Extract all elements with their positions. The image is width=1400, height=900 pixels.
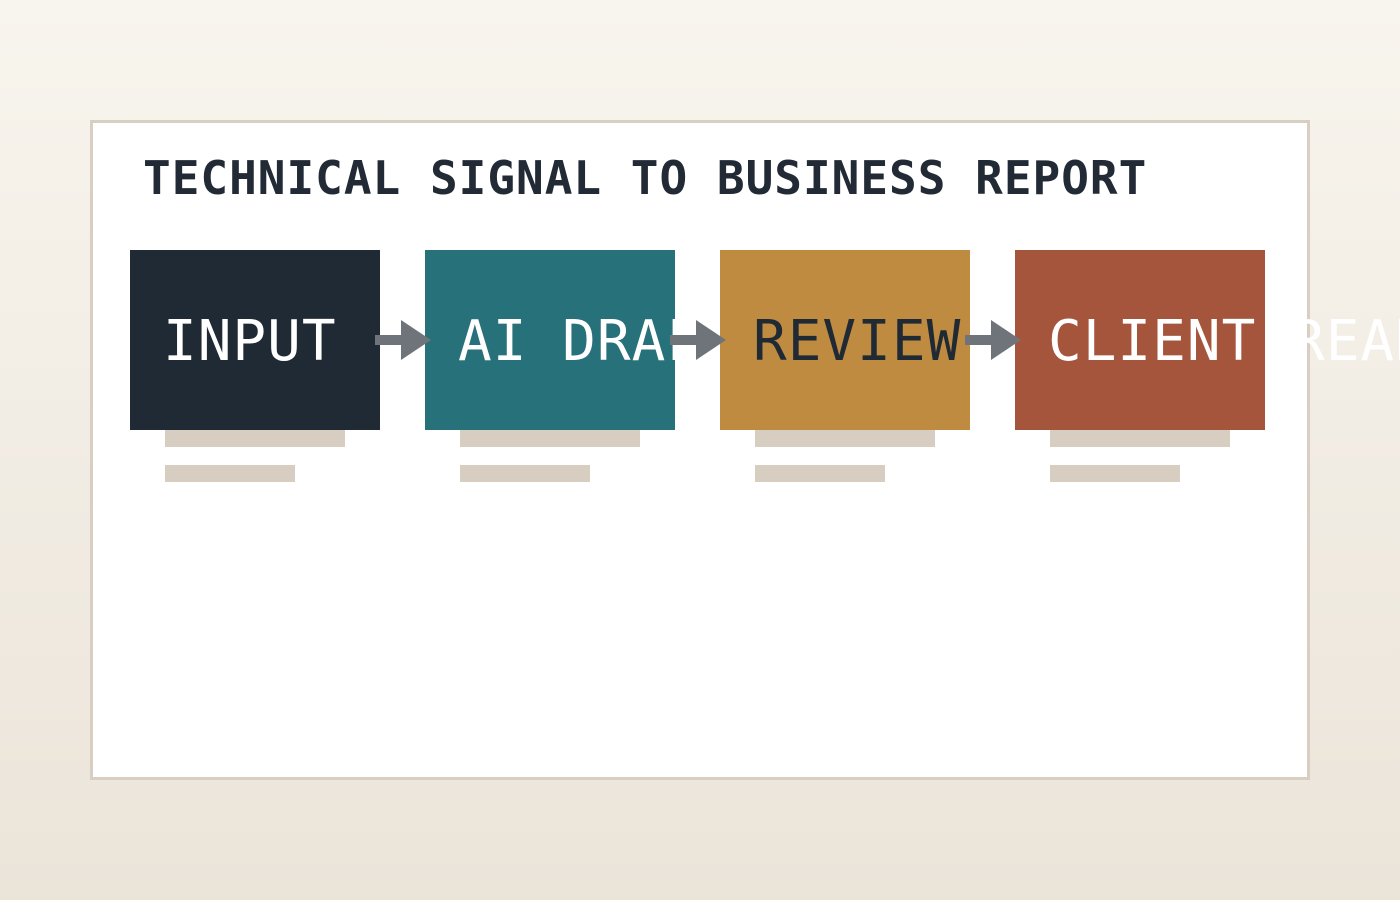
placeholder-line [165, 465, 295, 482]
placeholder-line [755, 430, 935, 447]
stage-review: REVIEW [720, 250, 970, 430]
stage-input: INPUT [130, 250, 380, 430]
diagram-card [90, 120, 1310, 780]
placeholder-line [1050, 465, 1180, 482]
placeholder-line [165, 430, 345, 447]
stage-label: AI DRAFT [458, 309, 675, 374]
diagram-title: TECHNICAL SIGNAL TO BUSINESS REPORT [143, 151, 1148, 205]
stage-ai-draft: AI DRAFT [425, 250, 675, 430]
placeholder-line [755, 465, 885, 482]
stage-client-ready: CLIENT READY [1015, 250, 1400, 430]
stage-label: REVIEW [753, 309, 962, 374]
stage-label: INPUT [163, 309, 337, 374]
placeholder-line [460, 465, 590, 482]
arrow-right-icon [375, 320, 431, 360]
arrow-right-icon [670, 320, 726, 360]
placeholder-line [1050, 430, 1230, 447]
arrow-right-icon [965, 320, 1021, 360]
stage-label: CLIENT READY [1048, 312, 1400, 372]
placeholder-line [460, 430, 640, 447]
